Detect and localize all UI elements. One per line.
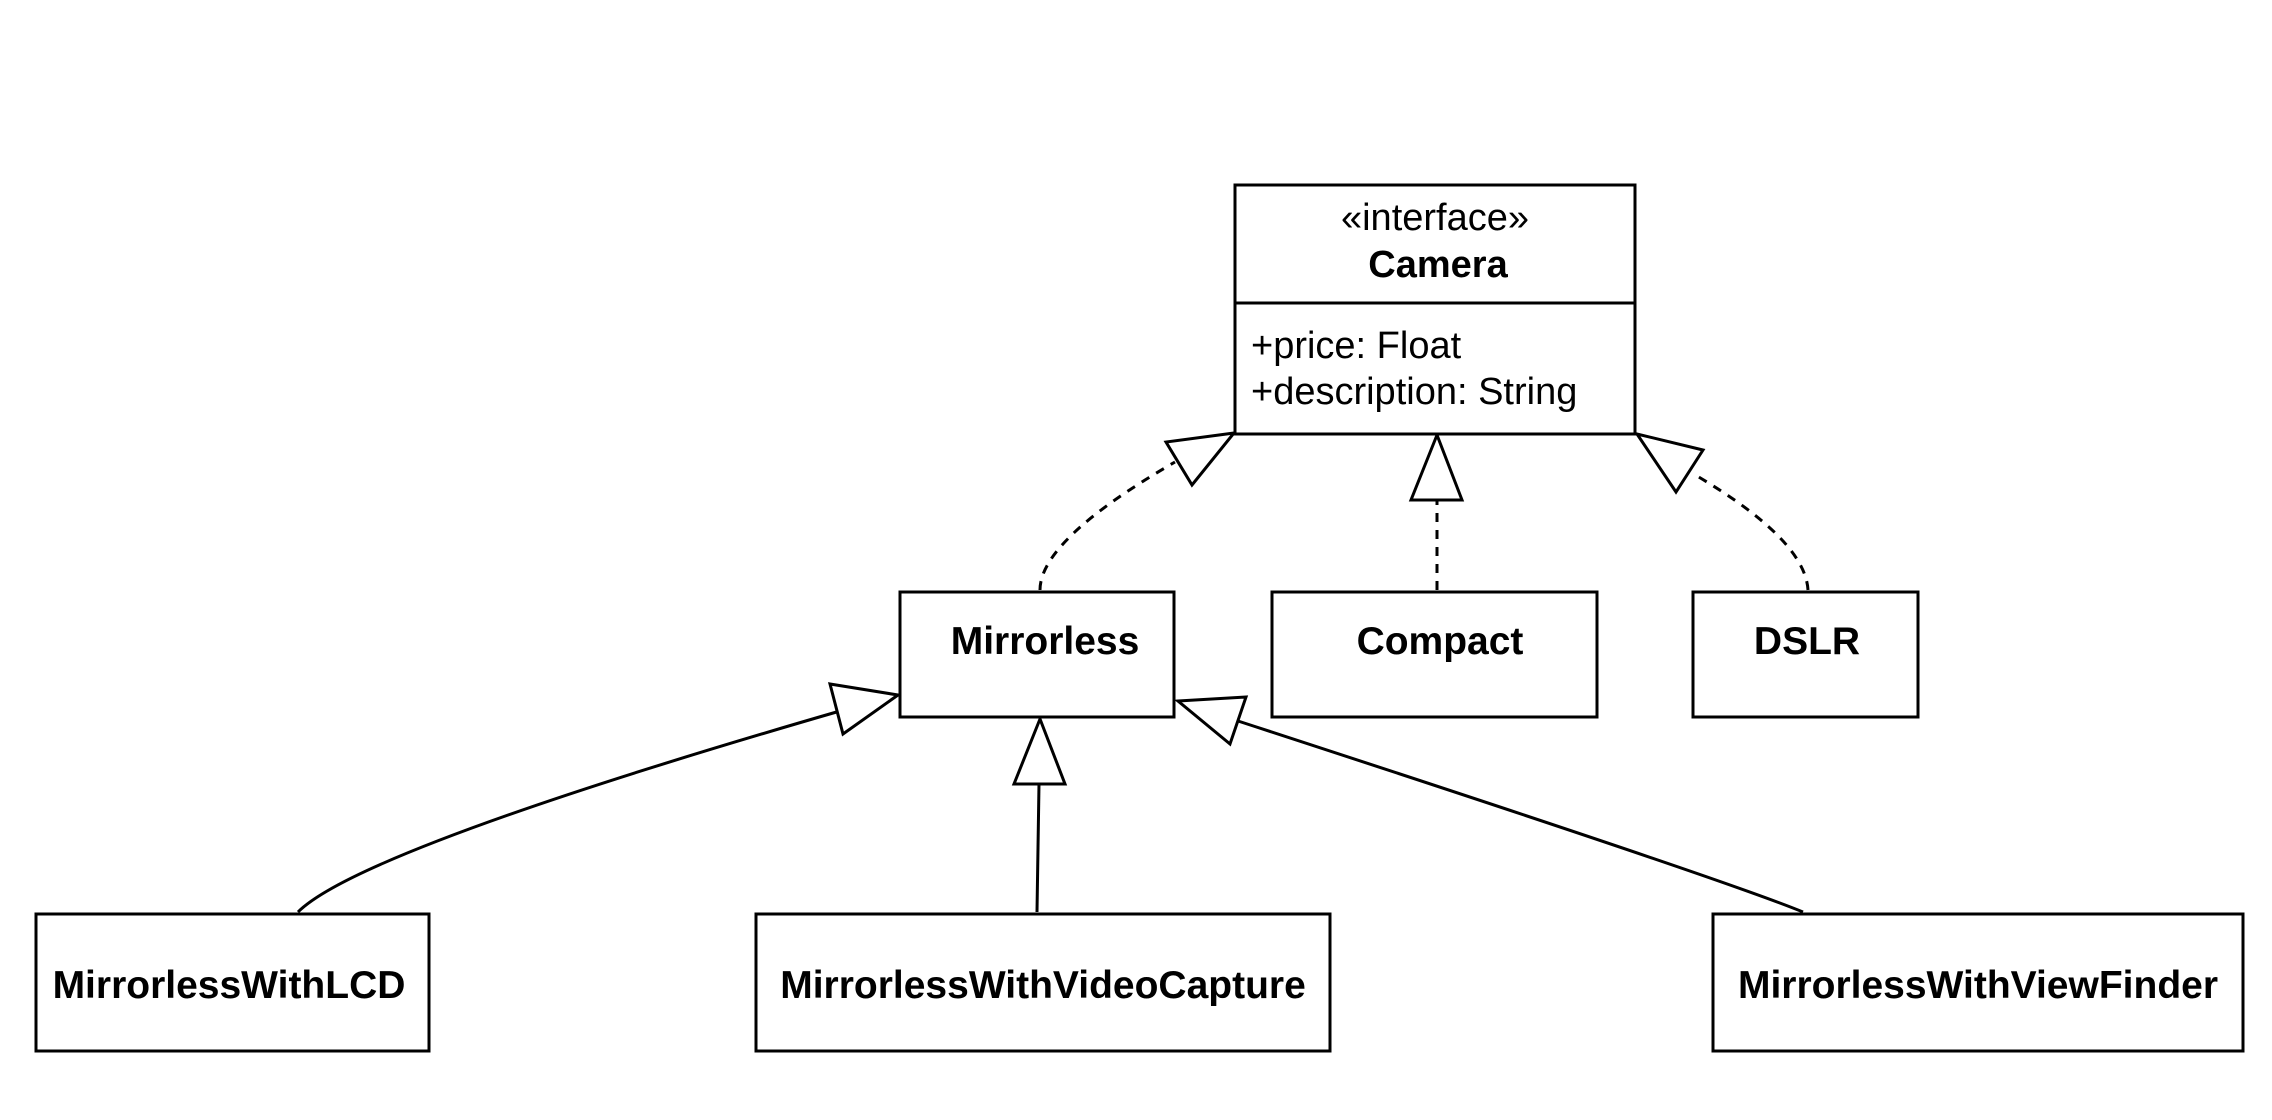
compact-class-box: Compact bbox=[1270, 590, 1599, 719]
dslr-class-box: DSLR bbox=[1691, 590, 1920, 719]
mirrorless-with-view-finder-class-box: MirrorlessWithViewFinder bbox=[1711, 912, 2245, 1053]
attribute-price: +price: Float bbox=[1251, 325, 1462, 367]
mirrorless-with-video-capture-class-box: MirrorlessWithVideoCapture bbox=[754, 912, 1332, 1053]
attribute-description: +description: String bbox=[1251, 371, 1577, 413]
generalization-lcd-to-mirrorless bbox=[296, 682, 902, 914]
mirrorless-with-view-finder-class-name: MirrorlessWithViewFinder bbox=[1738, 964, 2218, 1007]
mirrorless-with-lcd-class-name: MirrorlessWithLCD bbox=[53, 964, 406, 1007]
camera-interface-box: «interface» Camera +price: Float +descri… bbox=[1233, 183, 1637, 436]
mirrorless-class-name: Mirrorless bbox=[951, 620, 1140, 663]
hollow-triangle-arrowhead bbox=[1011, 714, 1068, 786]
compact-class-name: Compact bbox=[1357, 620, 1524, 663]
hollow-triangle-arrowhead bbox=[1633, 431, 1706, 495]
dslr-class-name: DSLR bbox=[1754, 620, 1860, 663]
generalization-videocapture-to-mirrorless bbox=[1011, 714, 1068, 913]
realization-compact-to-camera bbox=[1408, 430, 1465, 590]
realization-mirrorless-to-camera bbox=[1038, 431, 1238, 591]
hollow-triangle-arrowhead bbox=[1408, 430, 1465, 502]
realization-dslr-to-camera bbox=[1633, 431, 1810, 591]
mirrorless-with-video-capture-class-name: MirrorlessWithVideoCapture bbox=[780, 964, 1306, 1007]
hollow-triangle-arrowhead bbox=[1163, 431, 1238, 488]
stereotype-label: «interface» bbox=[1341, 197, 1529, 239]
mirrorless-class-box: Mirrorless bbox=[898, 590, 1176, 719]
generalization-viewfinder-to-mirrorless bbox=[1174, 695, 1804, 914]
mirrorless-with-lcd-class-box: MirrorlessWithLCD bbox=[34, 912, 431, 1053]
hollow-triangle-arrowhead bbox=[1174, 695, 1249, 747]
camera-class-name: Camera bbox=[1368, 244, 1508, 286]
hollow-triangle-arrowhead bbox=[827, 682, 902, 737]
